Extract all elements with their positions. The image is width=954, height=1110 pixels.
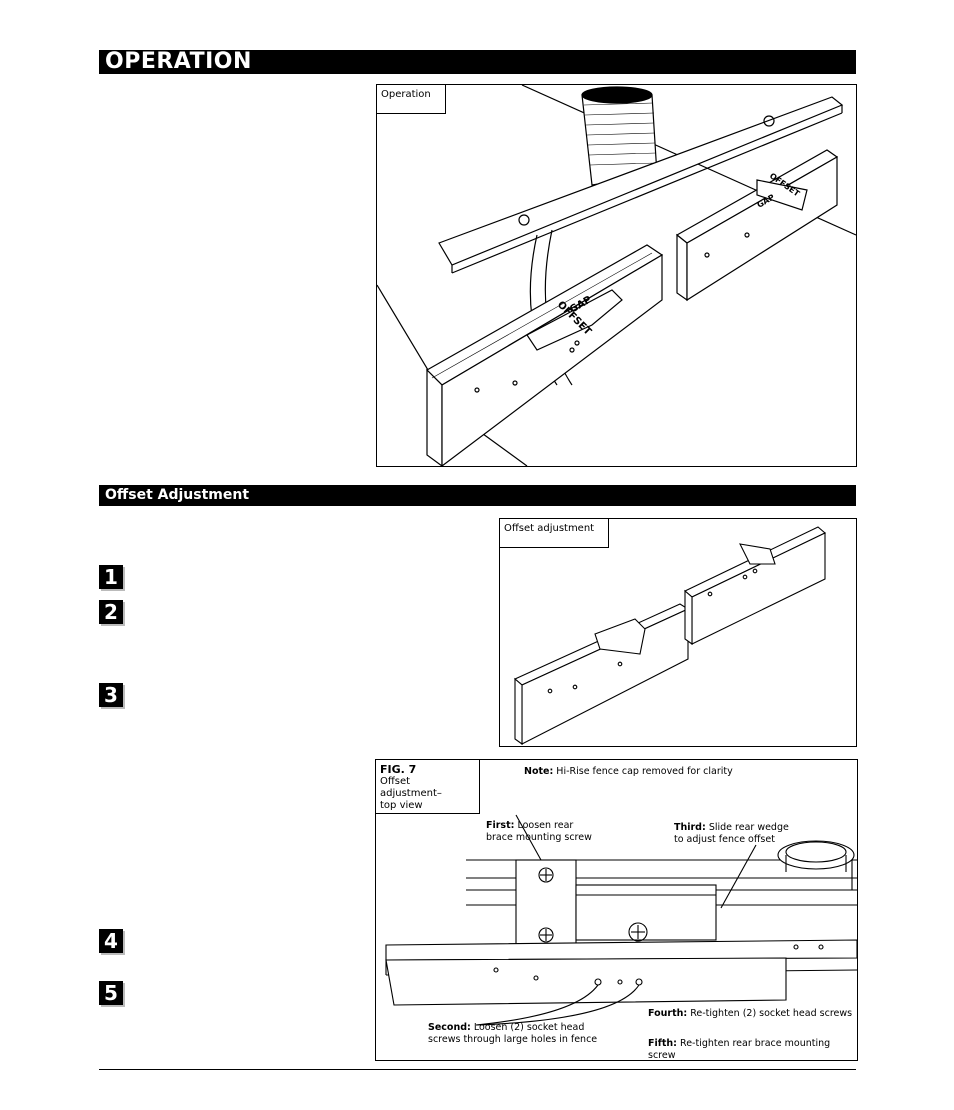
offset-adjustment-figure: Offset adjustment <box>499 518 857 747</box>
operation-caption: Operation <box>377 85 446 114</box>
fig7-number: FIG. 7 <box>380 763 417 776</box>
page-title: OPERATION <box>105 49 252 74</box>
fig7-fourth-callout: Fourth: Re-tighten (2) socket head screw… <box>648 1008 853 1019</box>
operation-illustration: GAP OFFSET GAP OFFSET <box>377 85 856 466</box>
fig7-caption-text: Offset adjustment– top view <box>380 776 442 811</box>
step-3-badge: 3 <box>99 683 123 707</box>
fig7-caption: FIG. 7 Offset adjustment– top view <box>376 760 480 814</box>
offset-adjustment-caption: Offset adjustment <box>500 519 609 548</box>
fig7-fifth-callout: Fifth: Re-tighten rear brace mounting sc… <box>648 1038 831 1061</box>
offset-adjustment-illustration <box>513 526 826 746</box>
fig7-second-callout: Second: Loosen (2) socket head screws th… <box>428 1022 598 1045</box>
section-title: Offset Adjustment <box>105 487 250 503</box>
fig7-third-callout: Third: Slide rear wedge to adjust fence … <box>674 822 789 845</box>
fig7-note: Note: Hi-Rise fence cap removed for clar… <box>524 766 733 777</box>
fig7-first-callout: First: Loosen rear brace mounting screw <box>486 820 592 843</box>
step-4-badge: 4 <box>99 929 123 953</box>
page-title-bar: OPERATION <box>99 50 856 74</box>
section-title-bar: Offset Adjustment <box>99 485 856 506</box>
footer-rule <box>99 1069 856 1070</box>
step-1-badge: 1 <box>99 565 123 589</box>
operation-figure: GAP OFFSET GAP OFFSET Operation <box>376 84 857 467</box>
fig7-illustration <box>385 814 857 1026</box>
step-2-badge: 2 <box>99 600 123 624</box>
fig7-figure: FIG. 7 Offset adjustment– top view Note:… <box>375 759 858 1061</box>
step-5-badge: 5 <box>99 981 123 1005</box>
